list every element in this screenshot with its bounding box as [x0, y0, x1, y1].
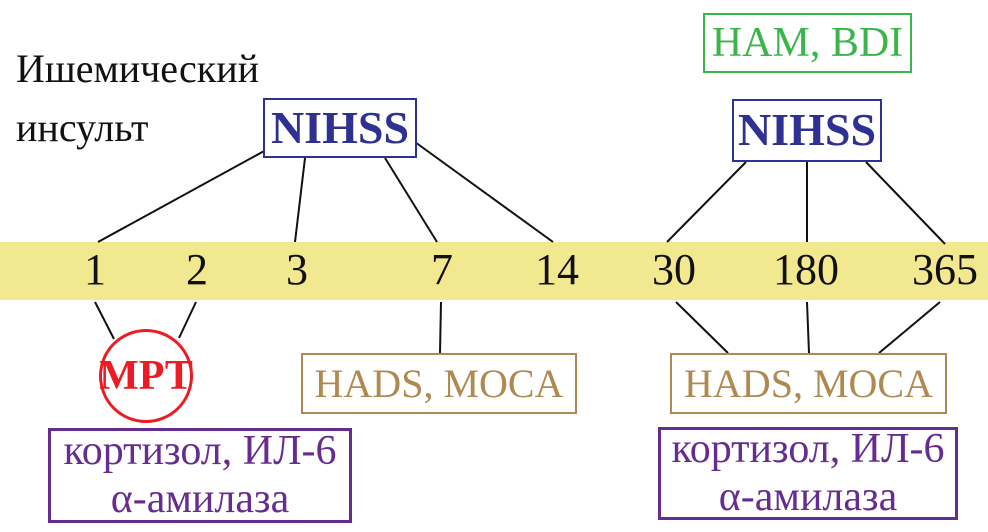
- node-biomarkers-left-line1: кортизол, ИЛ-6: [63, 428, 337, 475]
- node-nihss-left-label: NIHSS: [270, 101, 410, 153]
- connector-line-nihss-left-day1: [97, 149, 267, 243]
- timeline-day-180: 180: [773, 245, 839, 294]
- diagram-title-line2: инсульт: [16, 104, 149, 150]
- connector-line-nihss-right-day365: [865, 161, 946, 245]
- node-nihss-right-label: NIHSS: [737, 104, 877, 156]
- connector-line-day180-hads: [806, 301, 810, 354]
- connector-line-day7-hads: [439, 301, 442, 354]
- connector-line-nihss-left-day3: [294, 157, 306, 243]
- connector-line-nihss-right-day30: [666, 161, 747, 243]
- node-nihss-right: NIHSS: [732, 99, 882, 162]
- node-biomarkers-left: кортизол, ИЛ-6 α-амилаза: [48, 428, 352, 523]
- connector-line-nihss-left-day14: [414, 141, 554, 243]
- timeline-band: [0, 242, 988, 300]
- node-biomarkers-left-line2: α-амилаза: [110, 475, 290, 522]
- timeline-day-3: 3: [286, 245, 308, 294]
- diagram-title: Ишемический инсульт: [16, 40, 259, 158]
- node-biomarkers-right: кортизол, ИЛ-6 α-амилаза: [658, 426, 958, 520]
- node-mrt: МРТ: [99, 329, 193, 423]
- node-mrt-label: МРТ: [99, 352, 193, 399]
- node-biomarkers-right-line1: кортизол, ИЛ-6: [671, 426, 945, 473]
- connector-line-day2-mrt: [178, 301, 197, 339]
- node-hads-moca-left-label: HADS, MOCA: [314, 360, 564, 406]
- node-ham-bdi: HAM, BDI: [703, 13, 912, 73]
- timeline-day-30: 30: [652, 245, 696, 294]
- connector-line-nihss-left-day7: [384, 157, 438, 243]
- timeline-day-7: 7: [431, 245, 453, 294]
- connector-line-day30-hads: [675, 301, 729, 354]
- connector-line-day1-mrt: [94, 301, 115, 340]
- node-hads-moca-right-label: HADS, MOCA: [684, 360, 933, 406]
- timeline-day-365: 365: [912, 245, 978, 294]
- timeline-day-2: 2: [186, 245, 208, 294]
- node-nihss-left: NIHSS: [263, 98, 417, 158]
- diagram-title-line1: Ишемический: [16, 46, 260, 91]
- timeline-day-14: 14: [535, 245, 579, 294]
- node-hads-moca-left: HADS, MOCA: [301, 353, 577, 414]
- node-ham-bdi-label: HAM, BDI: [711, 19, 904, 66]
- node-biomarkers-right-line2: α-амилаза: [718, 473, 898, 520]
- node-hads-moca-right: HADS, MOCA: [670, 353, 947, 414]
- connector-line-day365-hads: [878, 301, 941, 354]
- timeline-day-1: 1: [84, 245, 106, 294]
